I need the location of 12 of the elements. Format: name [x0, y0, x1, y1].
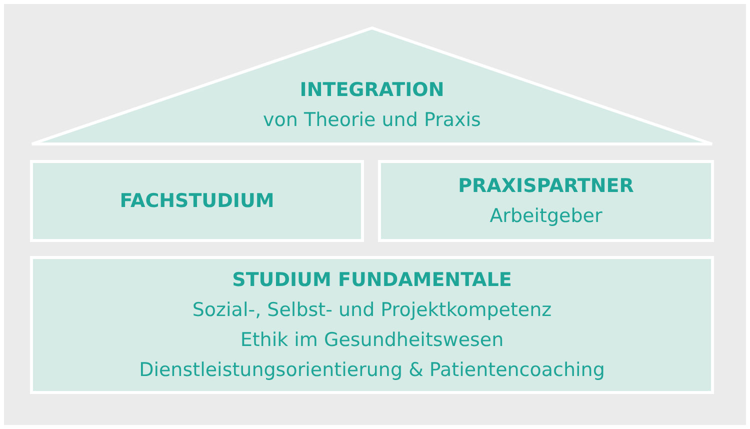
- pillar-box: [378, 160, 714, 242]
- pillar-box: [30, 256, 714, 394]
- heading-text: FACHSTUDIUM: [120, 189, 274, 214]
- body-text: Sozial-, Selbst- und Projektkompetenz: [192, 298, 552, 323]
- body-text: Dienstleistungsorientierung & Patientencoaching: [139, 358, 605, 383]
- heading-text: INTEGRATION: [300, 78, 444, 103]
- pillar-box: [30, 160, 364, 242]
- body-text: Arbeitgeber: [490, 204, 602, 229]
- heading-text: STUDIUM FUNDAMENTALE: [232, 268, 512, 293]
- body-text: Ethik im Gesundheitswesen: [240, 328, 504, 353]
- body-text: von Theorie und Praxis: [263, 108, 481, 133]
- heading-text: PRAXISPARTNER: [458, 174, 634, 199]
